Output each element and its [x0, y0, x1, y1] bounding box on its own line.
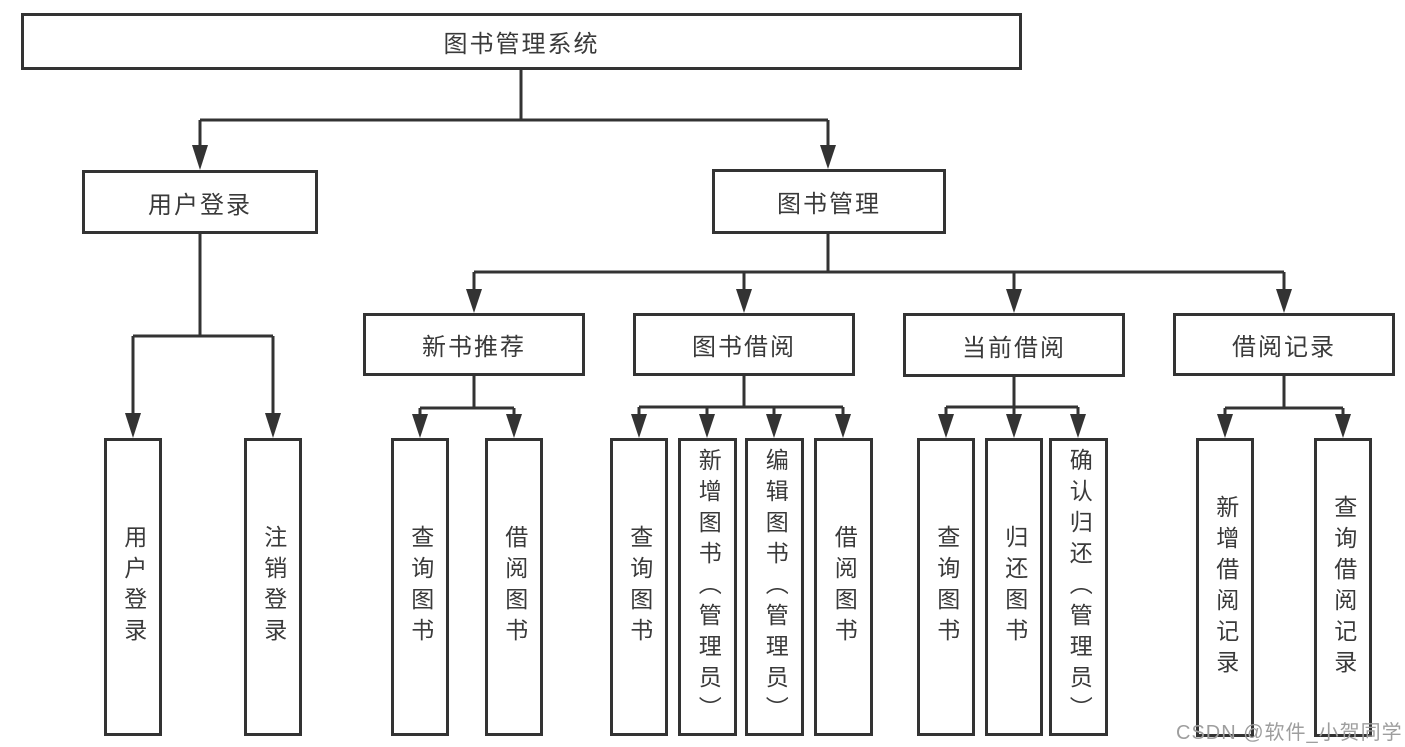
connector-borrow-record: [1223, 375, 1345, 426]
node-borrow-record: 借阅记录: [1173, 313, 1395, 376]
leaf-user-login-label: 用户登录: [120, 525, 147, 649]
leaf-add-borrow-record-label: 新增借阅记录: [1212, 494, 1239, 681]
arrowheads: [125, 145, 1351, 438]
connector-user-login: [131, 233, 275, 426]
leaf-borrow-book-1-label: 借阅图书: [501, 525, 528, 649]
leaf-query-book-3-label: 查询图书: [933, 525, 960, 649]
node-book-borrow-label: 图书借阅: [692, 334, 796, 361]
node-book-borrow: 图书借阅: [633, 313, 855, 376]
node-new-book-rec-label: 新书推荐: [422, 334, 526, 361]
leaf-borrow-book-1: 借阅图书: [485, 438, 543, 736]
node-book-mgmt: 图书管理: [712, 169, 946, 234]
leaf-confirm-return-admin: 确认归还（管理员）: [1049, 438, 1108, 736]
leaf-logout: 注销登录: [244, 438, 302, 736]
connector-book-borrow: [637, 375, 845, 426]
connector-root: [198, 69, 830, 158]
leaf-add-borrow-record: 新增借阅记录: [1196, 438, 1254, 737]
node-root: 图书管理系统: [21, 13, 1022, 70]
leaf-edit-book-admin-label: 编辑图书（管理员）: [762, 447, 789, 727]
node-book-mgmt-label: 图书管理: [777, 191, 881, 218]
leaf-logout-label: 注销登录: [260, 525, 287, 649]
leaf-confirm-return-admin-label: 确认归还（管理员）: [1066, 447, 1093, 727]
leaf-borrow-book-2-label: 借阅图书: [831, 525, 858, 649]
node-current-borrow-label: 当前借阅: [962, 334, 1066, 362]
node-current-borrow: 当前借阅: [903, 313, 1125, 377]
leaf-query-book-1: 查询图书: [391, 438, 449, 736]
leaf-query-borrow-record-label: 查询借阅记录: [1330, 494, 1357, 681]
leaf-query-book-1-label: 查询图书: [407, 525, 434, 649]
node-user-login-label: 用户登录: [148, 191, 252, 219]
connector-book-mgmt: [472, 233, 1286, 301]
csdn-watermark: CSDN @软件_小贺同学: [1176, 722, 1403, 744]
leaf-return-book-label: 归还图书: [1001, 525, 1028, 649]
node-borrow-record-label: 借阅记录: [1232, 334, 1336, 361]
leaf-add-book-admin-label: 新增图书（管理员）: [695, 447, 722, 727]
leaf-query-book-2: 查询图书: [610, 438, 668, 736]
node-user-login: 用户登录: [82, 170, 318, 234]
leaf-add-book-admin: 新增图书（管理员）: [678, 438, 737, 736]
leaf-query-borrow-record: 查询借阅记录: [1314, 438, 1372, 737]
node-new-book-rec: 新书推荐: [363, 313, 585, 376]
leaf-return-book: 归还图书: [985, 438, 1043, 736]
node-root-label: 图书管理系统: [443, 31, 600, 58]
leaf-borrow-book-2: 借阅图书: [814, 438, 873, 736]
leaf-user-login: 用户登录: [104, 438, 162, 736]
leaf-query-book-3: 查询图书: [917, 438, 975, 736]
connector-new-book: [418, 375, 516, 426]
leaf-query-book-2-label: 查询图书: [626, 525, 653, 649]
leaf-edit-book-admin: 编辑图书（管理员）: [745, 438, 804, 736]
